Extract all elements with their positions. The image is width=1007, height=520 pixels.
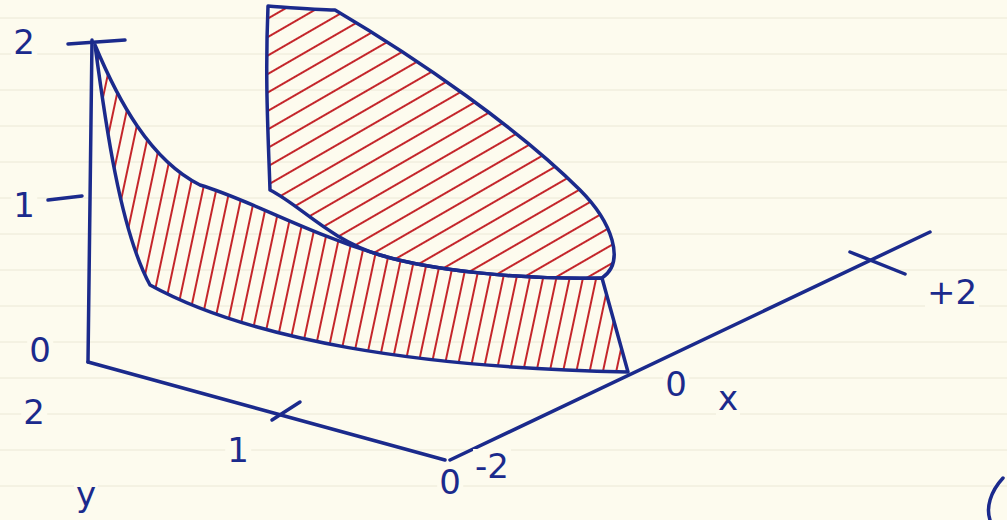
axis-tick <box>850 252 905 274</box>
axis-tick <box>48 196 82 200</box>
axis-label: 2 <box>21 395 47 429</box>
margin-mark <box>989 478 1003 520</box>
axis-label: 1 <box>225 433 251 467</box>
x-axis <box>450 232 930 460</box>
axis-label: 0 <box>437 465 463 499</box>
axis-label: y <box>74 477 98 511</box>
axis-tick <box>272 402 300 420</box>
axes <box>48 40 1003 520</box>
y-axis <box>88 362 445 460</box>
axis-label: x <box>716 381 740 415</box>
axis-label: 2 <box>11 25 37 59</box>
axis-label: 0 <box>663 367 689 401</box>
front-face <box>95 45 628 372</box>
axis-label: 1 <box>11 188 37 222</box>
axis-label: 0 <box>27 333 53 367</box>
axis-label: -2 <box>473 449 511 483</box>
z-axis <box>88 40 92 362</box>
axis-tick <box>68 40 125 44</box>
axis-label: +2 <box>925 275 979 309</box>
